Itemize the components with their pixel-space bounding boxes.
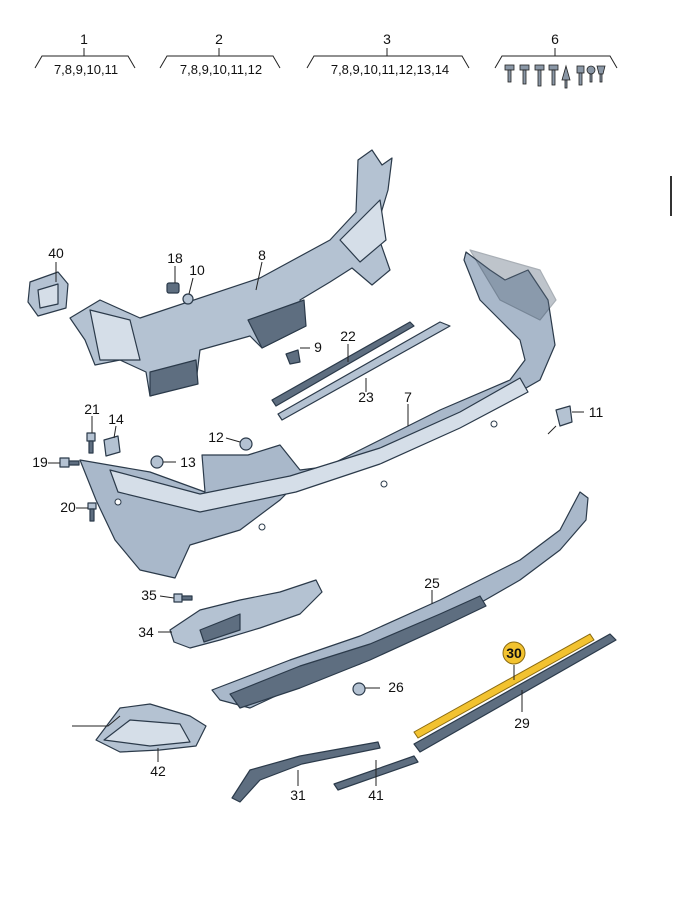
group-label-6[interactable]: 6 (494, 31, 618, 89)
callout-13[interactable]: 13 (180, 454, 196, 470)
clip-part-14[interactable] (103, 435, 121, 457)
callout-22[interactable]: 22 (340, 328, 356, 344)
group-number: 6 (551, 31, 559, 47)
callout-21[interactable]: 21 (84, 401, 100, 417)
callout-18[interactable]: 18 (167, 250, 183, 266)
bracket-part-40[interactable] (27, 271, 69, 317)
callout-41[interactable]: 41 (368, 787, 384, 803)
callout-34[interactable]: 34 (138, 624, 154, 640)
callout-19[interactable]: 19 (32, 454, 48, 470)
tailpipe-trim-part-42[interactable] (72, 703, 207, 753)
callout-40[interactable]: 40 (48, 245, 64, 261)
strip-part-23[interactable] (277, 321, 451, 421)
trim-part-31[interactable] (231, 741, 381, 803)
clip-part-9[interactable] (285, 349, 301, 365)
callout-20[interactable]: 20 (60, 499, 76, 515)
callout-7[interactable]: 7 (404, 389, 412, 405)
cap-part-11[interactable] (547, 405, 573, 435)
callouts: 40 18 10 8 9 22 23 7 11 21 14 12 19 13 2… (32, 245, 603, 803)
mount-part-34[interactable] (169, 579, 323, 649)
callout-26[interactable]: 26 (388, 679, 404, 695)
callout-11[interactable]: 11 (589, 404, 604, 420)
diffuser-part-25[interactable] (211, 491, 589, 709)
callout-12[interactable]: 12 (208, 429, 224, 445)
callout-8[interactable]: 8 (258, 247, 266, 263)
callout-30: 30 (506, 645, 522, 661)
callout-25[interactable]: 25 (424, 575, 440, 591)
nut-part-26[interactable] (352, 682, 366, 696)
nut-part-13[interactable] (150, 455, 164, 469)
group-number: 1 (80, 31, 88, 47)
trim-part-29[interactable] (413, 633, 617, 753)
group-items: 7,8,9,10,11 (54, 62, 118, 77)
callout-9[interactable]: 9 (314, 339, 322, 355)
callout-35[interactable]: 35 (141, 587, 157, 603)
nut-part-12[interactable] (239, 437, 253, 451)
callout-10[interactable]: 10 (189, 262, 205, 278)
callout-14[interactable]: 14 (108, 411, 124, 427)
strip-part-22[interactable] (271, 321, 415, 407)
callout-30-highlight[interactable]: 30 (502, 641, 526, 665)
group-label-1[interactable]: 1 7,8,9,10,11 (34, 31, 136, 77)
impact-carrier-part-8[interactable] (69, 149, 393, 397)
callout-31[interactable]: 31 (290, 787, 306, 803)
callout-23[interactable]: 23 (358, 389, 374, 405)
screw-part-35[interactable] (173, 593, 193, 603)
nut-part-10[interactable] (182, 293, 194, 305)
screw-part-20[interactable] (87, 502, 97, 522)
group-items: 7,8,9,10,11,12 (180, 62, 262, 77)
group-label-3[interactable]: 3 7,8,9,10,11,12,13,14 (306, 31, 470, 77)
trim-strip-part-30[interactable] (413, 633, 595, 739)
callout-29[interactable]: 29 (514, 715, 530, 731)
callout-42[interactable]: 42 (150, 763, 166, 779)
bolt-part-19[interactable] (59, 457, 80, 468)
fastener-set-icon (504, 64, 606, 89)
screw-part-21[interactable] (86, 432, 96, 454)
group-items: 7,8,9,10,11,12,13,14 (331, 62, 449, 77)
clip-part-18[interactable] (166, 282, 180, 294)
bumper-cover-part-7[interactable] (79, 249, 557, 579)
group-number: 3 (383, 31, 391, 47)
group-number: 2 (215, 31, 223, 47)
group-label-2[interactable]: 2 7,8,9,10,11,12 (159, 31, 281, 77)
